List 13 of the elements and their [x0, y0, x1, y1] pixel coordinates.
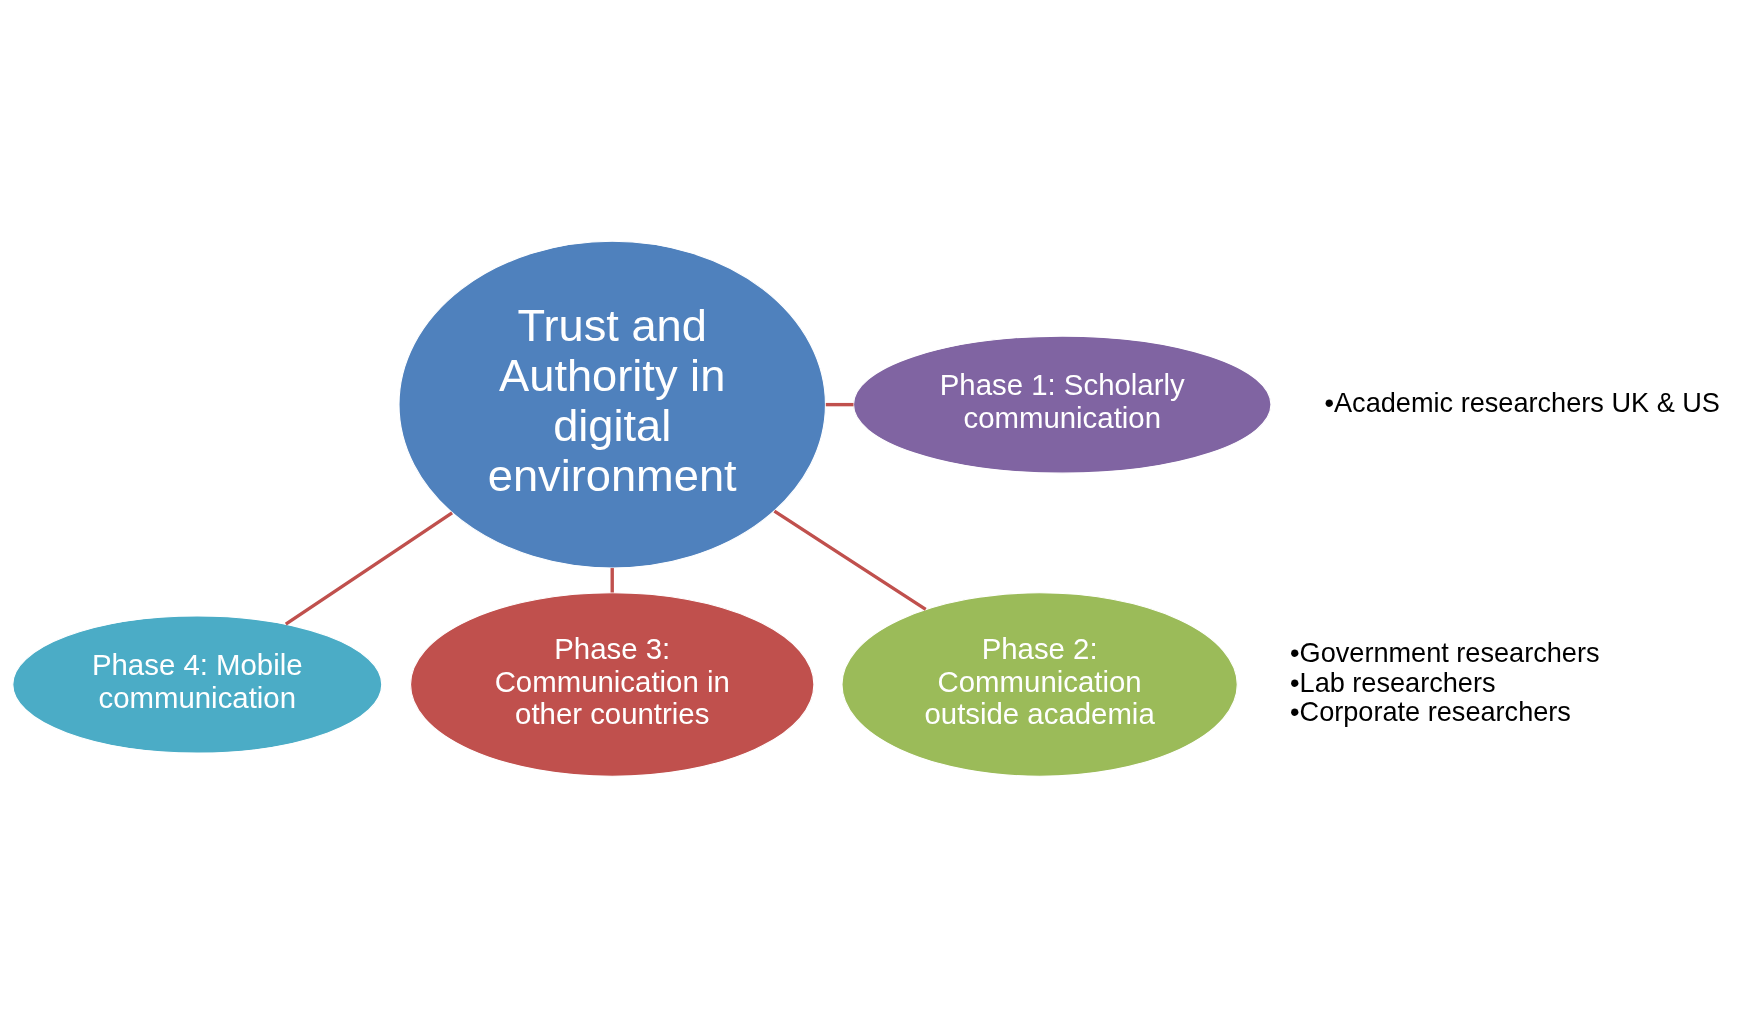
node-ellipse: Trust and Authority in digital environment [398, 240, 827, 569]
node-label: •Academic researchers UK & US [1324, 386, 1720, 418]
node-label: •Corporate researchers [1290, 695, 1571, 727]
connector [610, 567, 614, 592]
node-ellipse: Phase 3: Communication in other countries [409, 591, 815, 777]
node-ellipse: Phase 4: Mobile communication [12, 614, 383, 754]
node-label: •Lab researchers [1290, 666, 1496, 698]
node-label: •Government researchers [1290, 636, 1600, 668]
node-ellipse: Phase 1: Scholarly communication [852, 335, 1272, 474]
connector [284, 511, 454, 626]
node-ellipse: Phase 2: Communication outside academia [841, 591, 1238, 777]
connector [773, 509, 927, 611]
connector [825, 402, 854, 406]
